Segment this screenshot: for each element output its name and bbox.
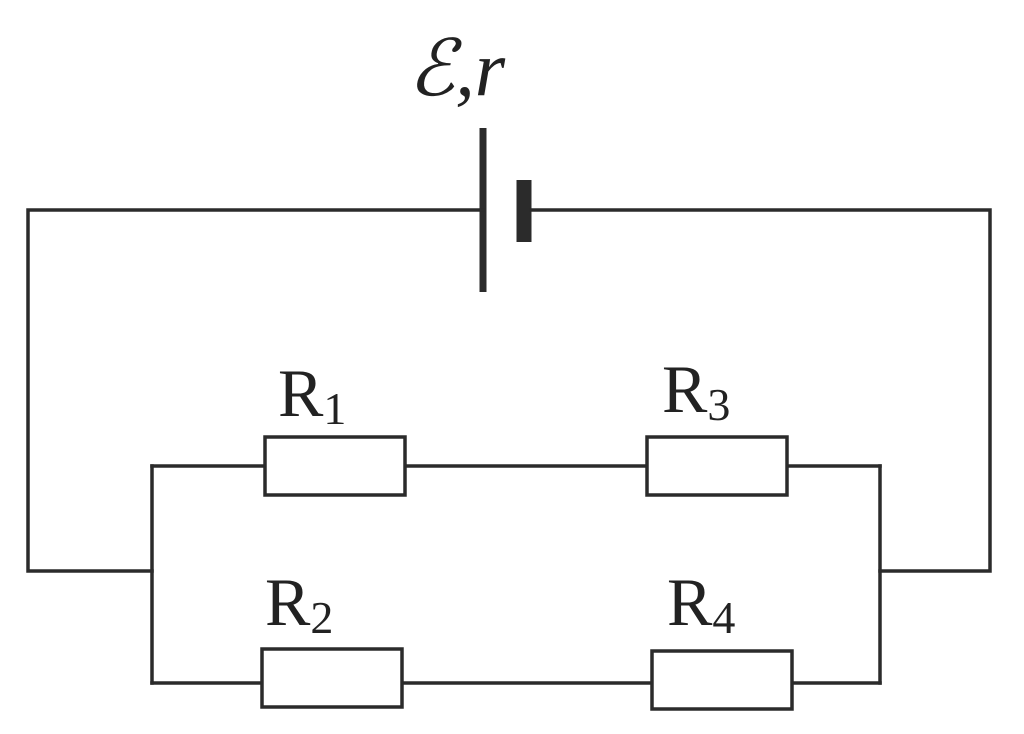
- label-r4: R4: [667, 564, 735, 643]
- resistor-r3: [645, 435, 789, 497]
- resistor-r4: [650, 649, 794, 711]
- battery: [479, 128, 532, 292]
- label-r2: R2: [265, 564, 333, 643]
- resistor-r2: [260, 647, 404, 709]
- resistor-r1: [263, 435, 407, 497]
- source-label: ℰ,r: [408, 25, 506, 112]
- label-r1: R1: [278, 355, 346, 434]
- wire-left-outer: [26, 208, 485, 573]
- wire-right-outer: [529, 208, 992, 573]
- label-r3: R3: [662, 351, 730, 430]
